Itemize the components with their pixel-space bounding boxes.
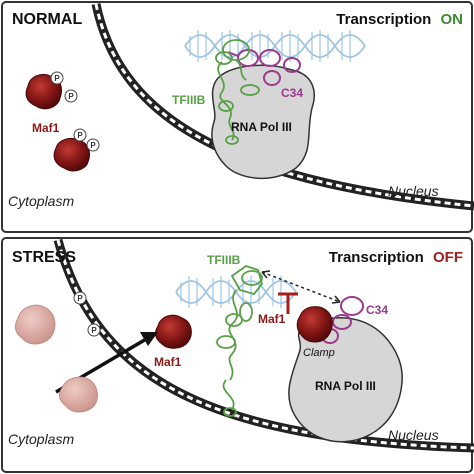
free-phosphate: P (87, 323, 101, 337)
phospho-label: P (54, 74, 60, 83)
free-phosphate: P (73, 291, 87, 305)
transcription-status-stress: Transcription OFF (329, 249, 463, 266)
phospho-label: P (77, 294, 83, 303)
maf1-nuclear-label: Maf1 (258, 312, 286, 326)
stress-panel: P P STRESS Transcription OFF TFIIIB C34 … (1, 237, 474, 473)
cytoplasm-label: Cytoplasm (8, 431, 74, 447)
phospho-label: P (77, 131, 83, 140)
transcription-word: Transcription (336, 11, 431, 28)
maf1-faded-1 (14, 304, 56, 345)
normal-state-label: NORMAL (12, 11, 82, 28)
dissociation-arrow (261, 270, 341, 304)
phospho-label: P (68, 92, 74, 101)
transcription-word: Transcription (329, 249, 424, 266)
c34-subunit (227, 49, 301, 86)
nucleus-label: Nucleus (388, 427, 439, 443)
phospho-group (73, 128, 87, 142)
c34-label: C34 (281, 86, 303, 100)
maf1-label: Maf1 (32, 121, 60, 135)
maf1-faded-2 (58, 376, 98, 413)
rna-pol-iii (211, 64, 315, 179)
maf1-label: Maf1 (154, 355, 182, 369)
transcription-status-normal: Transcription ON (336, 11, 463, 28)
cytoplasm-label: Cytoplasm (8, 193, 74, 209)
tfiiib-complex (216, 265, 263, 417)
phospho-group (64, 89, 78, 103)
nuclear-envelope (91, 3, 474, 211)
phospho-label: P (91, 326, 97, 335)
phospho-group (86, 138, 100, 152)
c34-label: C34 (366, 303, 388, 317)
normal-panel: P P P P NORMAL Transcription ON TFIIIB C… (1, 1, 474, 233)
dna-helix (175, 276, 297, 308)
phospho-label: P (90, 141, 96, 150)
rna-pol-label: RNA Pol III (315, 379, 376, 393)
tfiiib-complex (215, 39, 260, 145)
dna-helix (184, 30, 366, 62)
tfiiib-label: TFIIIB (172, 93, 206, 107)
maf1-phospho-1: P P (25, 71, 78, 110)
clamp-label: Clamp (303, 347, 335, 359)
inhibition-symbol (278, 292, 298, 314)
maf1-phospho-2: P P (53, 128, 100, 172)
phospho-group (50, 71, 64, 85)
maf1-dephospho (154, 314, 192, 349)
status-on: ON (441, 11, 464, 28)
status-off: OFF (433, 249, 463, 266)
stress-state-label: STRESS (12, 249, 76, 266)
nucleus-label: Nucleus (388, 183, 439, 199)
tfiiib-label: TFIIIB (207, 253, 241, 267)
rna-pol-label: RNA Pol III (231, 120, 292, 134)
maf1-nuclear (296, 306, 333, 343)
rna-pol-iii (288, 317, 403, 443)
